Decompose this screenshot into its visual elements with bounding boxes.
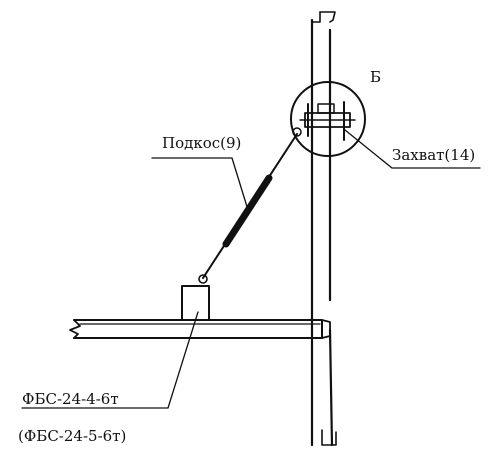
block-alt-label: (ФБС-24-5-6т)	[18, 427, 126, 445]
horizontal-slab	[69, 319, 331, 339]
leader-lines	[21, 129, 481, 409]
brace-label: Подкос(9)	[162, 134, 241, 152]
vertical-wall	[310, 11, 337, 447]
block-label: ФБС-24-4-6т	[22, 390, 119, 408]
detail-mark-label: Б	[370, 68, 381, 86]
clamp-label: Захват(14)	[392, 146, 475, 164]
brace-strut	[198, 133, 298, 284]
clamp-detail-circle	[290, 81, 366, 157]
foundation-block	[181, 285, 210, 321]
